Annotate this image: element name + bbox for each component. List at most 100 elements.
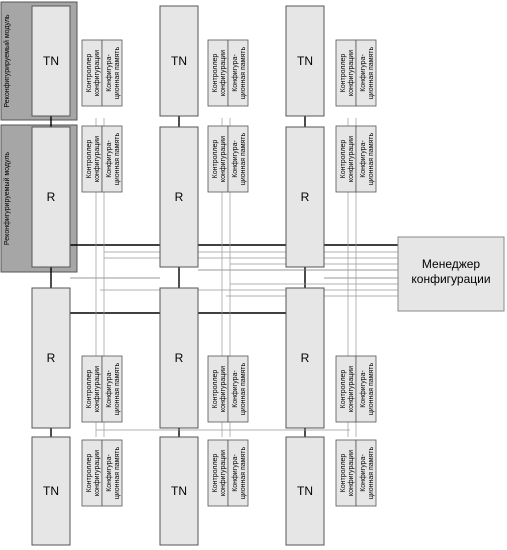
controller-label: конфигурации: [220, 50, 227, 96]
reconfigurable-module-label: Реконфигурируемый модуль: [3, 152, 11, 245]
configuration-manager-label: конфигурации: [411, 272, 490, 286]
configuration-memory: [227, 439, 249, 507]
controller-label: конфигурации: [94, 450, 101, 496]
tn-node-label: TN: [297, 54, 313, 68]
memory-label: Конфигура-: [232, 54, 239, 92]
controller-label: Контроллер: [212, 454, 219, 493]
reconfigurable-module-label: Реконфигурируемый модуль: [3, 14, 11, 107]
configuration-memory: [355, 125, 377, 193]
controller-label: конфигурации: [348, 450, 355, 496]
controller-label: Контроллер: [86, 140, 93, 179]
configuration-memory: [101, 439, 123, 507]
controller-label: Контроллер: [86, 454, 93, 493]
nodes: TN R R TN TN R R TN TN R R TN: [31, 5, 325, 546]
tn-node: [285, 436, 325, 546]
configuration-memory: [101, 39, 123, 107]
r-node: [285, 287, 325, 429]
tn-node: [285, 5, 325, 117]
memory-label: ционная память: [240, 362, 247, 415]
memory-label: Конфигура-: [106, 454, 113, 492]
memory-label: Конфигура-: [232, 370, 239, 408]
r-node-label: R: [301, 190, 310, 204]
controller-label: конфигурации: [94, 136, 101, 182]
controller-label: конфигурации: [220, 450, 227, 496]
r-node-label: R: [47, 351, 56, 365]
controller-label: конфигурации: [220, 136, 227, 182]
controller-label: Контроллер: [340, 140, 347, 179]
memory-label: ционная память: [114, 446, 121, 499]
controller-label: Контроллер: [340, 54, 347, 93]
controller-label: Контроллер: [340, 454, 347, 493]
tn-node-label: TN: [297, 484, 313, 498]
r-node-label: R: [175, 190, 184, 204]
configuration-memory: [227, 125, 249, 193]
r-node: [285, 126, 325, 268]
tn-node: [31, 5, 71, 117]
tn-node-label: TN: [171, 54, 187, 68]
memory-label: Конфигура-: [360, 370, 367, 408]
memory-label: ционная память: [240, 46, 247, 99]
tn-node-label: TN: [43, 54, 59, 68]
r-node: [159, 126, 199, 268]
controller-label: конфигурации: [94, 366, 101, 412]
controller-label: конфигурации: [94, 50, 101, 96]
configuration-memory: [101, 355, 123, 423]
memory-label: ционная память: [240, 446, 247, 499]
memory-label: ционная память: [368, 132, 375, 185]
r-node-label: R: [301, 351, 310, 365]
controller-label: Контроллер: [212, 54, 219, 93]
memory-label: Конфигура-: [106, 370, 113, 408]
memory-label: ционная память: [368, 362, 375, 415]
memory-label: Конфигура-: [360, 140, 367, 178]
tn-node-label: TN: [171, 484, 187, 498]
tn-node: [31, 436, 71, 546]
configuration-manager-label: Менеджер: [422, 257, 481, 271]
r-node: [31, 287, 71, 429]
memory-label: ционная память: [368, 446, 375, 499]
controller-label: Контроллер: [86, 370, 93, 409]
controller-label: конфигурации: [348, 366, 355, 412]
configuration-memory: [227, 39, 249, 107]
configuration-memory: [227, 355, 249, 423]
controller-label: Контроллер: [212, 140, 219, 179]
controller-label: Контроллер: [212, 370, 219, 409]
memory-label: Конфигура-: [360, 454, 367, 492]
controller-label: конфигурации: [348, 50, 355, 96]
r-node: [159, 287, 199, 429]
configuration-memory: [101, 125, 123, 193]
tn-node: [159, 436, 199, 546]
memory-label: Конфигура-: [106, 140, 113, 178]
memory-label: ционная память: [114, 46, 121, 99]
configuration-memory: [355, 355, 377, 423]
configuration-memory: [355, 439, 377, 507]
memory-label: ционная память: [240, 132, 247, 185]
r-node-label: R: [47, 190, 56, 204]
memory-label: Конфигура-: [232, 454, 239, 492]
configuration-memory: [355, 39, 377, 107]
configuration-manager-box: [397, 236, 505, 312]
memory-label: ционная память: [368, 46, 375, 99]
controller-label: Контроллер: [340, 370, 347, 409]
r-node-label: R: [175, 351, 184, 365]
memory-label: ционная память: [114, 132, 121, 185]
controller-label: конфигурации: [220, 366, 227, 412]
memory-label: ционная память: [114, 362, 121, 415]
r-node: [31, 126, 71, 268]
tn-node-label: TN: [43, 484, 59, 498]
tn-node: [159, 5, 199, 117]
memory-label: Конфигура-: [106, 54, 113, 92]
controller-label: конфигурации: [348, 136, 355, 182]
